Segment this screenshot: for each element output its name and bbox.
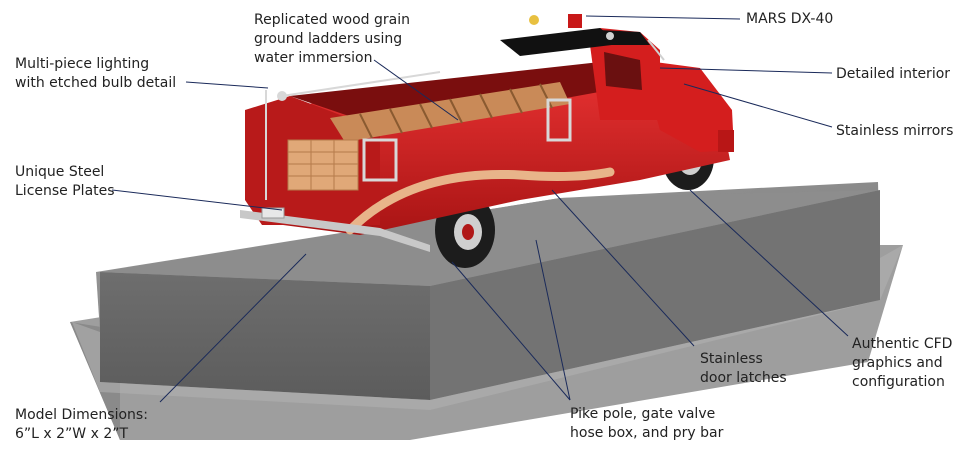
callout-detailed-interior: Detailed interior [836,65,950,84]
leader-stainless-mirrors [683,83,833,128]
callout-stainless-mirrors: Stainless mirrors [836,122,953,141]
callout-mars: MARS DX-40 [746,10,833,29]
callout-line: with etched bulb detail [15,75,177,91]
fire-truck [240,14,734,268]
callout-wood-ladders: Replicated wood grain ground ladders usi… [254,11,410,68]
callout-license-plates: Unique Steel License Plates [15,163,115,201]
callout-line: graphics and [852,355,943,371]
leader-door-latches [551,189,695,347]
callout-line: door latches [700,370,787,386]
callout-line: 6”L x 2”W x 2”T [15,426,129,442]
callout-line: License Plates [15,183,115,199]
leader-multi-piece-lighting [185,81,269,89]
display-base [70,182,903,440]
leader-wood-ladders [373,59,459,121]
callout-line: Pike pole, gate valve [570,406,716,422]
callout-multi-piece-lighting: Multi-piece lighting with etched bulb de… [15,55,176,93]
callout-line: Stainless mirrors [836,123,954,139]
callout-line: Model Dimensions: [15,407,148,423]
leader-license-plates [111,189,283,211]
callout-line: Replicated wood grain [254,12,410,28]
leader-cfd-graphics [689,189,849,337]
callout-line: hose box, and pry bar [570,425,724,441]
callout-line: Multi-piece lighting [15,56,150,72]
callout-pike-pole: Pike pole, gate valve hose box, and pry … [570,405,723,443]
callout-cfd-graphics: Authentic CFD graphics and configuration [852,335,952,392]
callout-line: Detailed interior [836,66,951,82]
leader-mars [585,15,741,20]
leader-dimensions [159,253,307,403]
callout-line: Authentic CFD [852,336,953,352]
callout-line: configuration [852,374,945,390]
callout-line: MARS DX-40 [746,11,834,27]
leader-pike-pole-b [451,261,571,401]
callout-line: Unique Steel [15,164,105,180]
callout-line: water immersion [254,50,373,66]
callout-door-latches: Stainless door latches [700,350,787,388]
leader-pike-pole-a [535,239,571,401]
leader-detailed-interior [659,67,833,74]
callout-line: Stainless [700,351,763,367]
callout-dimensions: Model Dimensions: 6”L x 2”W x 2”T [15,406,148,444]
callout-line: ground ladders using [254,31,403,47]
callout-leader-lines [111,15,849,403]
